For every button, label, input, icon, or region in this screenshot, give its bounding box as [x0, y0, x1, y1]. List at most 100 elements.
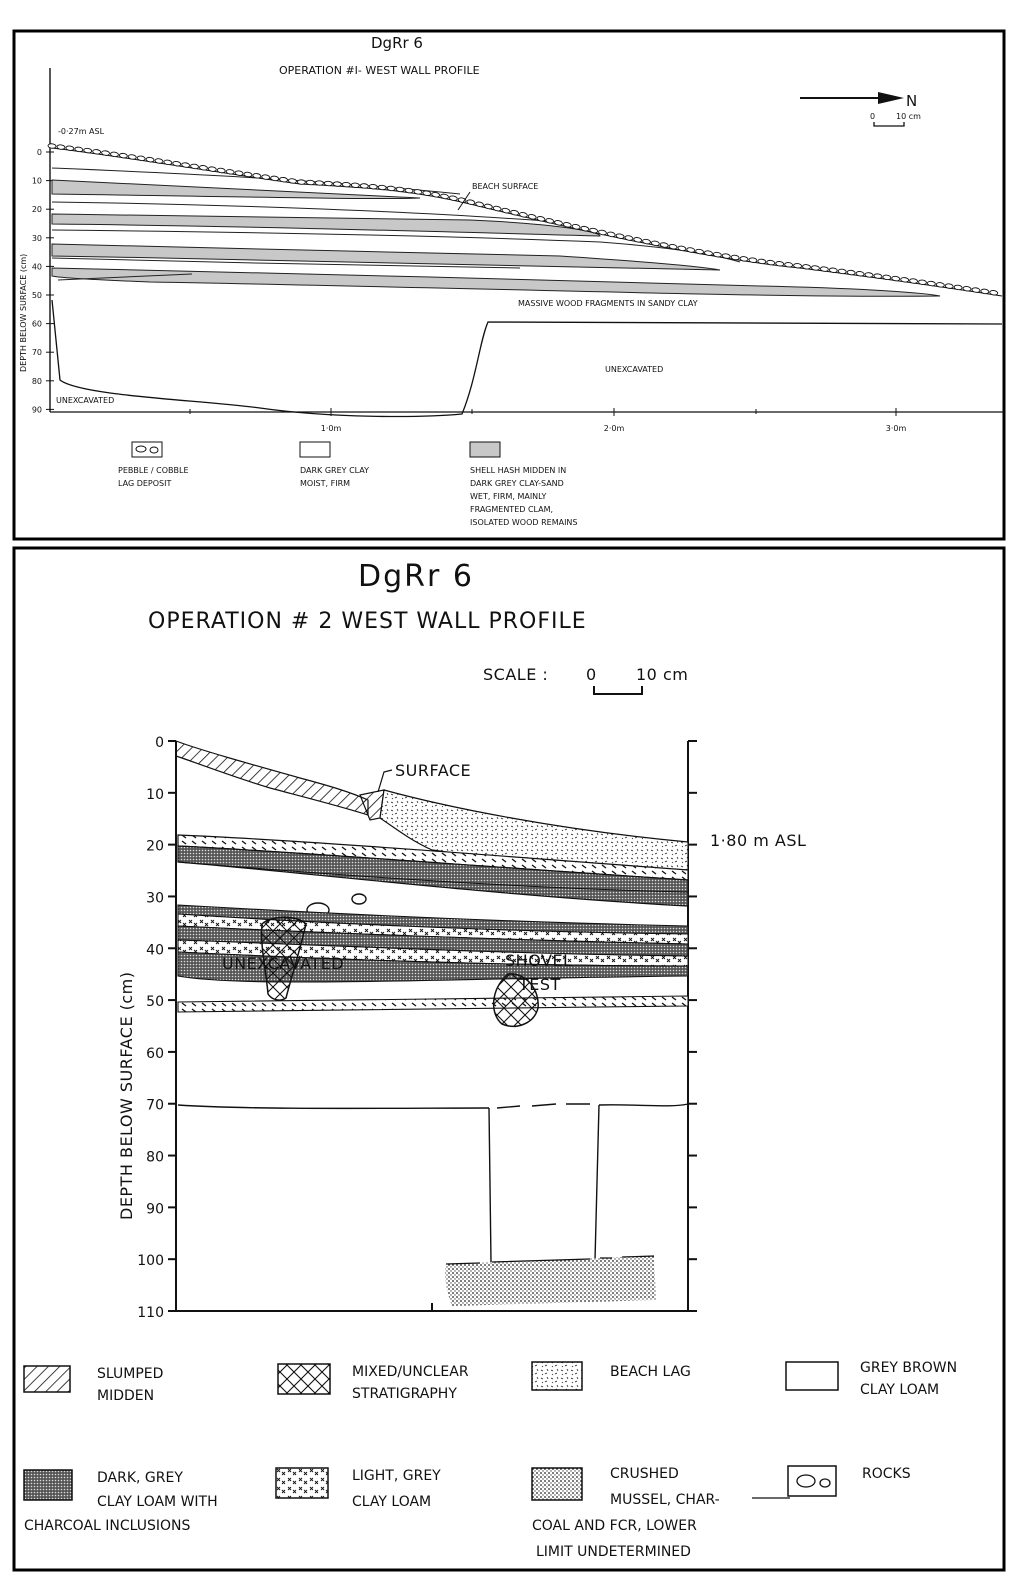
panel-2-asl-label: 1·80 m ASL: [710, 831, 806, 850]
svg-text:STRATIGRAPHY: STRATIGRAPHY: [352, 1386, 457, 1402]
legend-pebble-lag: PEBBLE / COBBLE LAG DEPOSIT: [118, 441, 189, 488]
panel-2-site-code: DgRr 6: [358, 559, 474, 594]
panel-1-unexcavated-right: UNEXCAVATED: [605, 365, 663, 374]
panel-1-y-tick-label: 20: [32, 205, 42, 214]
dark-grey-band-20: [177, 845, 689, 907]
panel-1-y-tick-label: 80: [32, 377, 42, 386]
svg-text:LIGHT, GREY: LIGHT, GREY: [352, 1468, 441, 1484]
svg-text:ROCKS: ROCKS: [862, 1466, 911, 1482]
panel-2-y-tick-label: 20: [146, 839, 164, 855]
svg-text:CLAY LOAM WITH: CLAY LOAM WITH: [97, 1494, 218, 1510]
svg-text:CLAY LOAM: CLAY LOAM: [860, 1382, 939, 1398]
panel-2-unexcavated-label: UNEXCAVATED: [222, 954, 344, 973]
strata-line-25: [177, 861, 689, 893]
panel-1-excavation-outline: [51, 299, 1003, 418]
svg-text:SLUMPED: SLUMPED: [97, 1366, 163, 1382]
pebble-lag-line: [47, 143, 999, 296]
svg-text:10 cm: 10 cm: [636, 665, 688, 684]
panel-1-y-tick-label: 40: [32, 262, 42, 271]
svg-text:ISOLATED WOOD REMAINS: ISOLATED WOOD REMAINS: [470, 518, 578, 527]
svg-text:MIDDEN: MIDDEN: [97, 1388, 154, 1404]
panel-2-y-tick-label: 0: [155, 735, 164, 751]
legend-rocks: ROCKS: [787, 1465, 911, 1497]
panel-2-title: OPERATION # 2 WEST WALL PROFILE: [148, 609, 587, 634]
svg-text:DARK GREY CLAY-SAND: DARK GREY CLAY-SAND: [470, 479, 564, 488]
legend-slumped-midden: SLUMPED MIDDEN: [23, 1365, 163, 1404]
svg-text:CRUSHED: CRUSHED: [610, 1466, 679, 1482]
svg-text:FRAGMENTED CLAM,: FRAGMENTED CLAM,: [470, 505, 553, 514]
panel-2-y-tick-label: 60: [146, 1046, 164, 1062]
dark-grey-band-44: [177, 951, 689, 983]
north-label: N: [906, 92, 917, 110]
panel-1-y-tick-label: 70: [32, 348, 42, 357]
panel-1-scale-bar: 0 10 cm: [870, 112, 921, 127]
panel-1-y-tick-label: 30: [32, 234, 42, 243]
svg-text:SCALE :: SCALE :: [483, 665, 548, 684]
legend-dark-grey-clay-loam: DARK, GREY CLAY LOAM WITH CHARCOAL INCLU…: [23, 1469, 218, 1534]
svg-text:DARK, GREY: DARK, GREY: [97, 1470, 183, 1486]
panel-2-y-tick-label: 70: [146, 1098, 164, 1114]
legend-mixed-stratigraphy: MIXED/UNCLEAR STRATIGRAPHY: [277, 1363, 469, 1402]
panel-1-asl-label: -0·27m ASL: [58, 127, 105, 136]
panel-1-unexcavated-left: UNEXCAVATED: [56, 396, 114, 405]
shell-hash-bands: [51, 179, 941, 297]
panel-2-y-tick-label: 50: [146, 994, 164, 1010]
shovel-test-top-dashed: [496, 1103, 590, 1109]
slumped-midden-surface: [175, 740, 369, 816]
legend-shell-hash-midden: SHELL HASH MIDDEN IN DARK GREY CLAY-SAND…: [469, 441, 578, 527]
surface-leader: [377, 769, 393, 793]
svg-text:COAL AND FCR, LOWER: COAL AND FCR, LOWER: [532, 1518, 697, 1534]
svg-text:LIMIT UNDETERMINED: LIMIT UNDETERMINED: [536, 1544, 691, 1560]
panel-2-y-tick-label: 90: [146, 1201, 164, 1217]
shovel-test-left-wall: [488, 1107, 492, 1263]
panel-1-y-tick-label: 90: [32, 405, 42, 414]
legend-dark-grey-clay: DARK GREY CLAY MOIST, FIRM: [299, 441, 369, 488]
svg-text:CHARCOAL INCLUSIONS: CHARCOAL INCLUSIONS: [24, 1518, 191, 1534]
shovel-test-label-line2: TEST: [518, 975, 561, 994]
svg-text:MOIST, FIRM: MOIST, FIRM: [300, 479, 350, 488]
svg-text:WET, FIRM, MAINLY: WET, FIRM, MAINLY: [470, 492, 547, 501]
panel-2-y-tick-label: 30: [146, 890, 164, 906]
svg-text:GREY BROWN: GREY BROWN: [860, 1360, 957, 1376]
mixed-stratigraphy-block-2: [493, 973, 539, 1028]
svg-text:10 cm: 10 cm: [896, 112, 921, 121]
svg-text:DARK GREY CLAY: DARK GREY CLAY: [300, 466, 369, 475]
svg-text:LAG DEPOSIT: LAG DEPOSIT: [118, 479, 171, 488]
panel-1: DgRr 6 OPERATION #I- WEST WALL PROFILE N…: [12, 29, 1006, 541]
legend-grey-brown-clay-loam: GREY BROWN CLAY LOAM: [785, 1360, 957, 1398]
panel-1-y-tick-label: 50: [32, 291, 42, 300]
excavation-limit-line: [177, 1103, 689, 1110]
panel-2-scale-bar: SCALE : 0 10 cm: [483, 665, 688, 695]
beach-surface-leader: [457, 191, 471, 211]
north-arrow: N: [800, 92, 917, 110]
svg-text:0: 0: [870, 112, 875, 121]
panel-2-y-tick-label: 110: [137, 1305, 164, 1321]
panel-2-legend: SLUMPED MIDDEN MIXED/UNCLEAR STRATIGRAPH…: [23, 1360, 957, 1560]
panel-2-y-tick-label: 10: [146, 787, 164, 803]
crushed-mussel-deposit: [445, 1256, 656, 1306]
panel-1-y-tick-label: 0: [37, 148, 42, 157]
wood-fragments-label: MASSIVE WOOD FRAGMENTS IN SANDY CLAY: [518, 299, 698, 308]
panel-2: DgRr 6 OPERATION # 2 WEST WALL PROFILE S…: [12, 546, 1006, 1572]
panel-2-y-axis-title: DEPTH BELOW SURFACE (cm): [117, 971, 136, 1220]
legend-light-grey-clay-loam: LIGHT, GREY CLAY LOAM: [275, 1467, 441, 1510]
crushed-mussel-dashed-top: [445, 1255, 655, 1265]
panel-2-right-axis: [687, 740, 697, 1312]
legend-crushed-mussel: CRUSHED MUSSEL, CHAR- COAL AND FCR, LOWE…: [531, 1466, 790, 1560]
shovel-test-label-line1: SHOVEL: [505, 951, 572, 970]
shovel-test-right-wall: [594, 1104, 600, 1261]
svg-text:CLAY LOAM: CLAY LOAM: [352, 1494, 431, 1510]
svg-text:MUSSEL, CHAR-: MUSSEL, CHAR-: [610, 1492, 720, 1508]
panel-1-title: OPERATION #I- WEST WALL PROFILE: [279, 64, 480, 77]
panel-2-frame: [12, 546, 1006, 1572]
panel-1-x-tick-label: 2·0m: [604, 424, 625, 433]
svg-text:MIXED/UNCLEAR: MIXED/UNCLEAR: [352, 1364, 469, 1380]
panel-1-y-tick-label: 10: [32, 177, 42, 186]
svg-text:PEBBLE / COBBLE: PEBBLE / COBBLE: [118, 466, 189, 475]
panel-1-strata-lines: [51, 167, 741, 281]
panel-1-x-tick-label: 3·0m: [886, 424, 907, 433]
rock-2: [351, 893, 367, 905]
panel-1-site-code: DgRr 6: [371, 34, 423, 52]
svg-text:SHELL HASH MIDDEN IN: SHELL HASH MIDDEN IN: [470, 466, 566, 475]
